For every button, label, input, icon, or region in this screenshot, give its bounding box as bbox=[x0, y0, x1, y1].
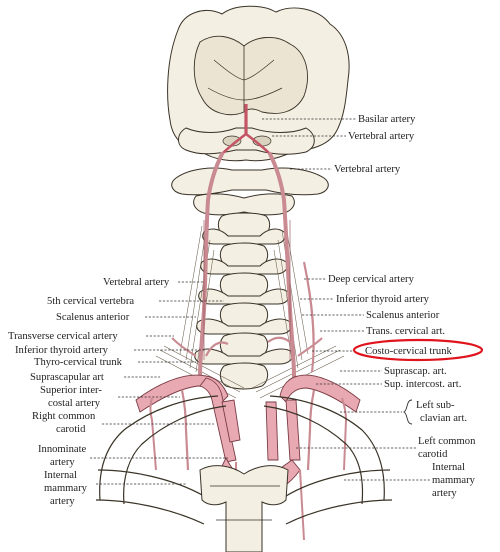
label-internal-mammary-left-3: artery bbox=[50, 496, 75, 507]
label-vertebral-artery-1: Vertebral artery bbox=[348, 131, 415, 142]
label-internal-mammary-right-3: artery bbox=[432, 488, 457, 499]
label-internal-mammary-left-1: Internal bbox=[44, 470, 77, 481]
top-right-labels: Basilar artery Vertebral artery Vertebra… bbox=[262, 114, 416, 175]
vertebral-arteries bbox=[198, 152, 315, 378]
label-internal-mammary-left-2: mammary bbox=[44, 483, 88, 494]
highlight-ellipse bbox=[352, 338, 484, 362]
label-inferior-thyroid-artery-left: Inferior thyroid artery bbox=[15, 345, 109, 356]
label-basilar-artery: Basilar artery bbox=[358, 114, 416, 125]
label-suprascap-art: Suprascap. art. bbox=[384, 366, 447, 377]
rib-cage bbox=[95, 395, 393, 552]
label-vertebral-artery-2: Vertebral artery bbox=[334, 164, 401, 175]
label-sup-intercost-art: Sup. intercost. art. bbox=[384, 379, 461, 390]
label-thyro-cervical-trunk: Thyro-cervical trunk bbox=[34, 357, 123, 368]
label-scalenus-anterior-right: Scalenus anterior bbox=[366, 310, 440, 321]
label-inferior-thyroid-artery-right: Inferior thyroid artery bbox=[336, 294, 430, 305]
label-left-subclavian-1: Left sub- bbox=[416, 400, 455, 411]
label-internal-mammary-right-2: mammary bbox=[432, 475, 476, 486]
right-labels: Deep cervical artery Inferior thyroid ar… bbox=[296, 274, 484, 499]
label-left-subclavian-2: clavian art. bbox=[420, 413, 467, 424]
label-superior-intercostal-2: costal artery bbox=[48, 398, 101, 409]
label-superior-intercostal-1: Superior inter- bbox=[40, 385, 102, 396]
label-deep-cervical-artery: Deep cervical artery bbox=[328, 274, 415, 285]
label-internal-mammary-right-1: Internal bbox=[432, 462, 465, 473]
label-fifth-cervical-vertebra: 5th cervical vertebra bbox=[47, 296, 134, 307]
skull-base bbox=[167, 5, 350, 162]
label-right-common-carotid-1: Right common bbox=[32, 411, 96, 422]
label-innominate-artery-1: Innominate bbox=[38, 444, 87, 455]
label-costo-cervical-trunk: Costo-cervical trunk bbox=[365, 346, 452, 357]
label-trans-cervical-art: Trans. cervical art. bbox=[366, 326, 445, 337]
label-left-common-carotid-1: Left common bbox=[418, 436, 476, 447]
label-right-common-carotid-2: carotid bbox=[56, 424, 86, 435]
label-vertebral-artery-left: Vertebral artery bbox=[103, 277, 170, 288]
label-left-common-carotid-2: carotid bbox=[418, 449, 448, 460]
brace bbox=[402, 399, 413, 425]
label-transverse-cervical-artery: Transverse cervical artery bbox=[8, 331, 118, 342]
upper-cervical-vertebrae bbox=[171, 167, 329, 216]
label-suprascapular-art: Suprascapular art bbox=[30, 372, 104, 383]
left-labels: Vertebral artery 5th cervical vertebra S… bbox=[8, 277, 228, 507]
label-innominate-artery-2: artery bbox=[50, 457, 75, 468]
label-scalenus-anterior-left: Scalenus anterior bbox=[56, 312, 130, 323]
cervical-spine bbox=[194, 212, 294, 390]
